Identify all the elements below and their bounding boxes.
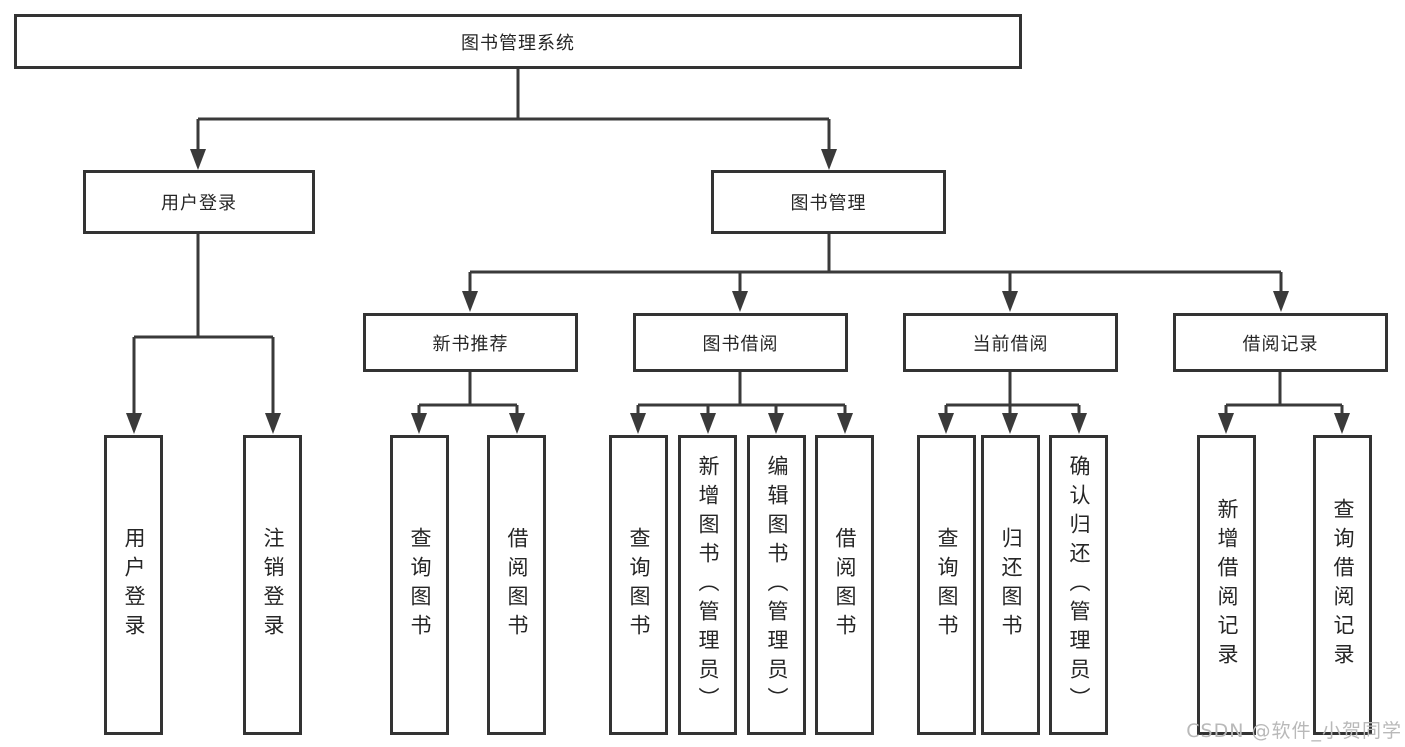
- leaf-logout: 注销登录: [243, 435, 302, 735]
- leaf-borrow-books-1: 借阅图书: [487, 435, 546, 735]
- leaf-label: 查询借阅记录: [1331, 498, 1355, 672]
- leaf-label: 借阅图书: [833, 527, 857, 643]
- leaf-label: 新增借阅记录: [1215, 498, 1239, 672]
- leaf-label: 注销登录: [261, 527, 285, 643]
- node-label: 当前借阅: [972, 333, 1049, 355]
- arrowheads: [126, 149, 1350, 434]
- node-label: 图书借阅: [702, 333, 779, 355]
- leaf-edit-book-admin: 编辑图书（管理员）: [747, 435, 806, 735]
- leaf-query-books-1: 查询图书: [390, 435, 449, 735]
- csdn-watermark: CSDN @软件_小贺同学: [1186, 720, 1402, 742]
- node-label: 图书管理: [790, 193, 867, 214]
- leaf-borrow-books-2: 借阅图书: [815, 435, 874, 735]
- leaf-confirm-return-admin: 确认归还（管理员）: [1049, 435, 1108, 735]
- leaf-label: 查询图书: [935, 527, 959, 643]
- node-label: 用户登录: [161, 193, 237, 214]
- leaf-label: 编辑图书（管理员）: [765, 454, 789, 716]
- leaf-add-book-admin: 新增图书（管理员）: [678, 435, 737, 735]
- leaf-add-borrow-record: 新增借阅记录: [1197, 435, 1256, 735]
- node-current-borrow: 当前借阅: [903, 313, 1118, 372]
- leaf-user-login: 用户登录: [104, 435, 163, 735]
- leaf-return-book: 归还图书: [981, 435, 1040, 735]
- leaf-query-books-3: 查询图书: [917, 435, 976, 735]
- leaf-label: 查询图书: [627, 527, 651, 643]
- node-label: 借阅记录: [1242, 333, 1319, 355]
- leaf-label: 用户登录: [122, 527, 146, 643]
- node-book-borrow: 图书借阅: [633, 313, 848, 372]
- leaf-label: 查询图书: [408, 527, 432, 643]
- node-root: 图书管理系统: [14, 14, 1022, 69]
- node-borrow-records: 借阅记录: [1173, 313, 1388, 372]
- leaf-query-borrow-record: 查询借阅记录: [1313, 435, 1372, 735]
- node-book-management: 图书管理: [711, 170, 946, 234]
- node-label: 新书推荐: [432, 333, 509, 355]
- node-root-label: 图书管理系统: [461, 32, 575, 54]
- leaf-query-books-2: 查询图书: [609, 435, 668, 735]
- node-new-book-recommend: 新书推荐: [363, 313, 578, 372]
- leaf-label: 借阅图书: [505, 527, 529, 643]
- leaf-label: 确认归还（管理员）: [1067, 454, 1091, 716]
- node-user-login: 用户登录: [83, 170, 315, 234]
- leaf-label: 归还图书: [999, 527, 1023, 643]
- leaf-label: 新增图书（管理员）: [696, 454, 720, 716]
